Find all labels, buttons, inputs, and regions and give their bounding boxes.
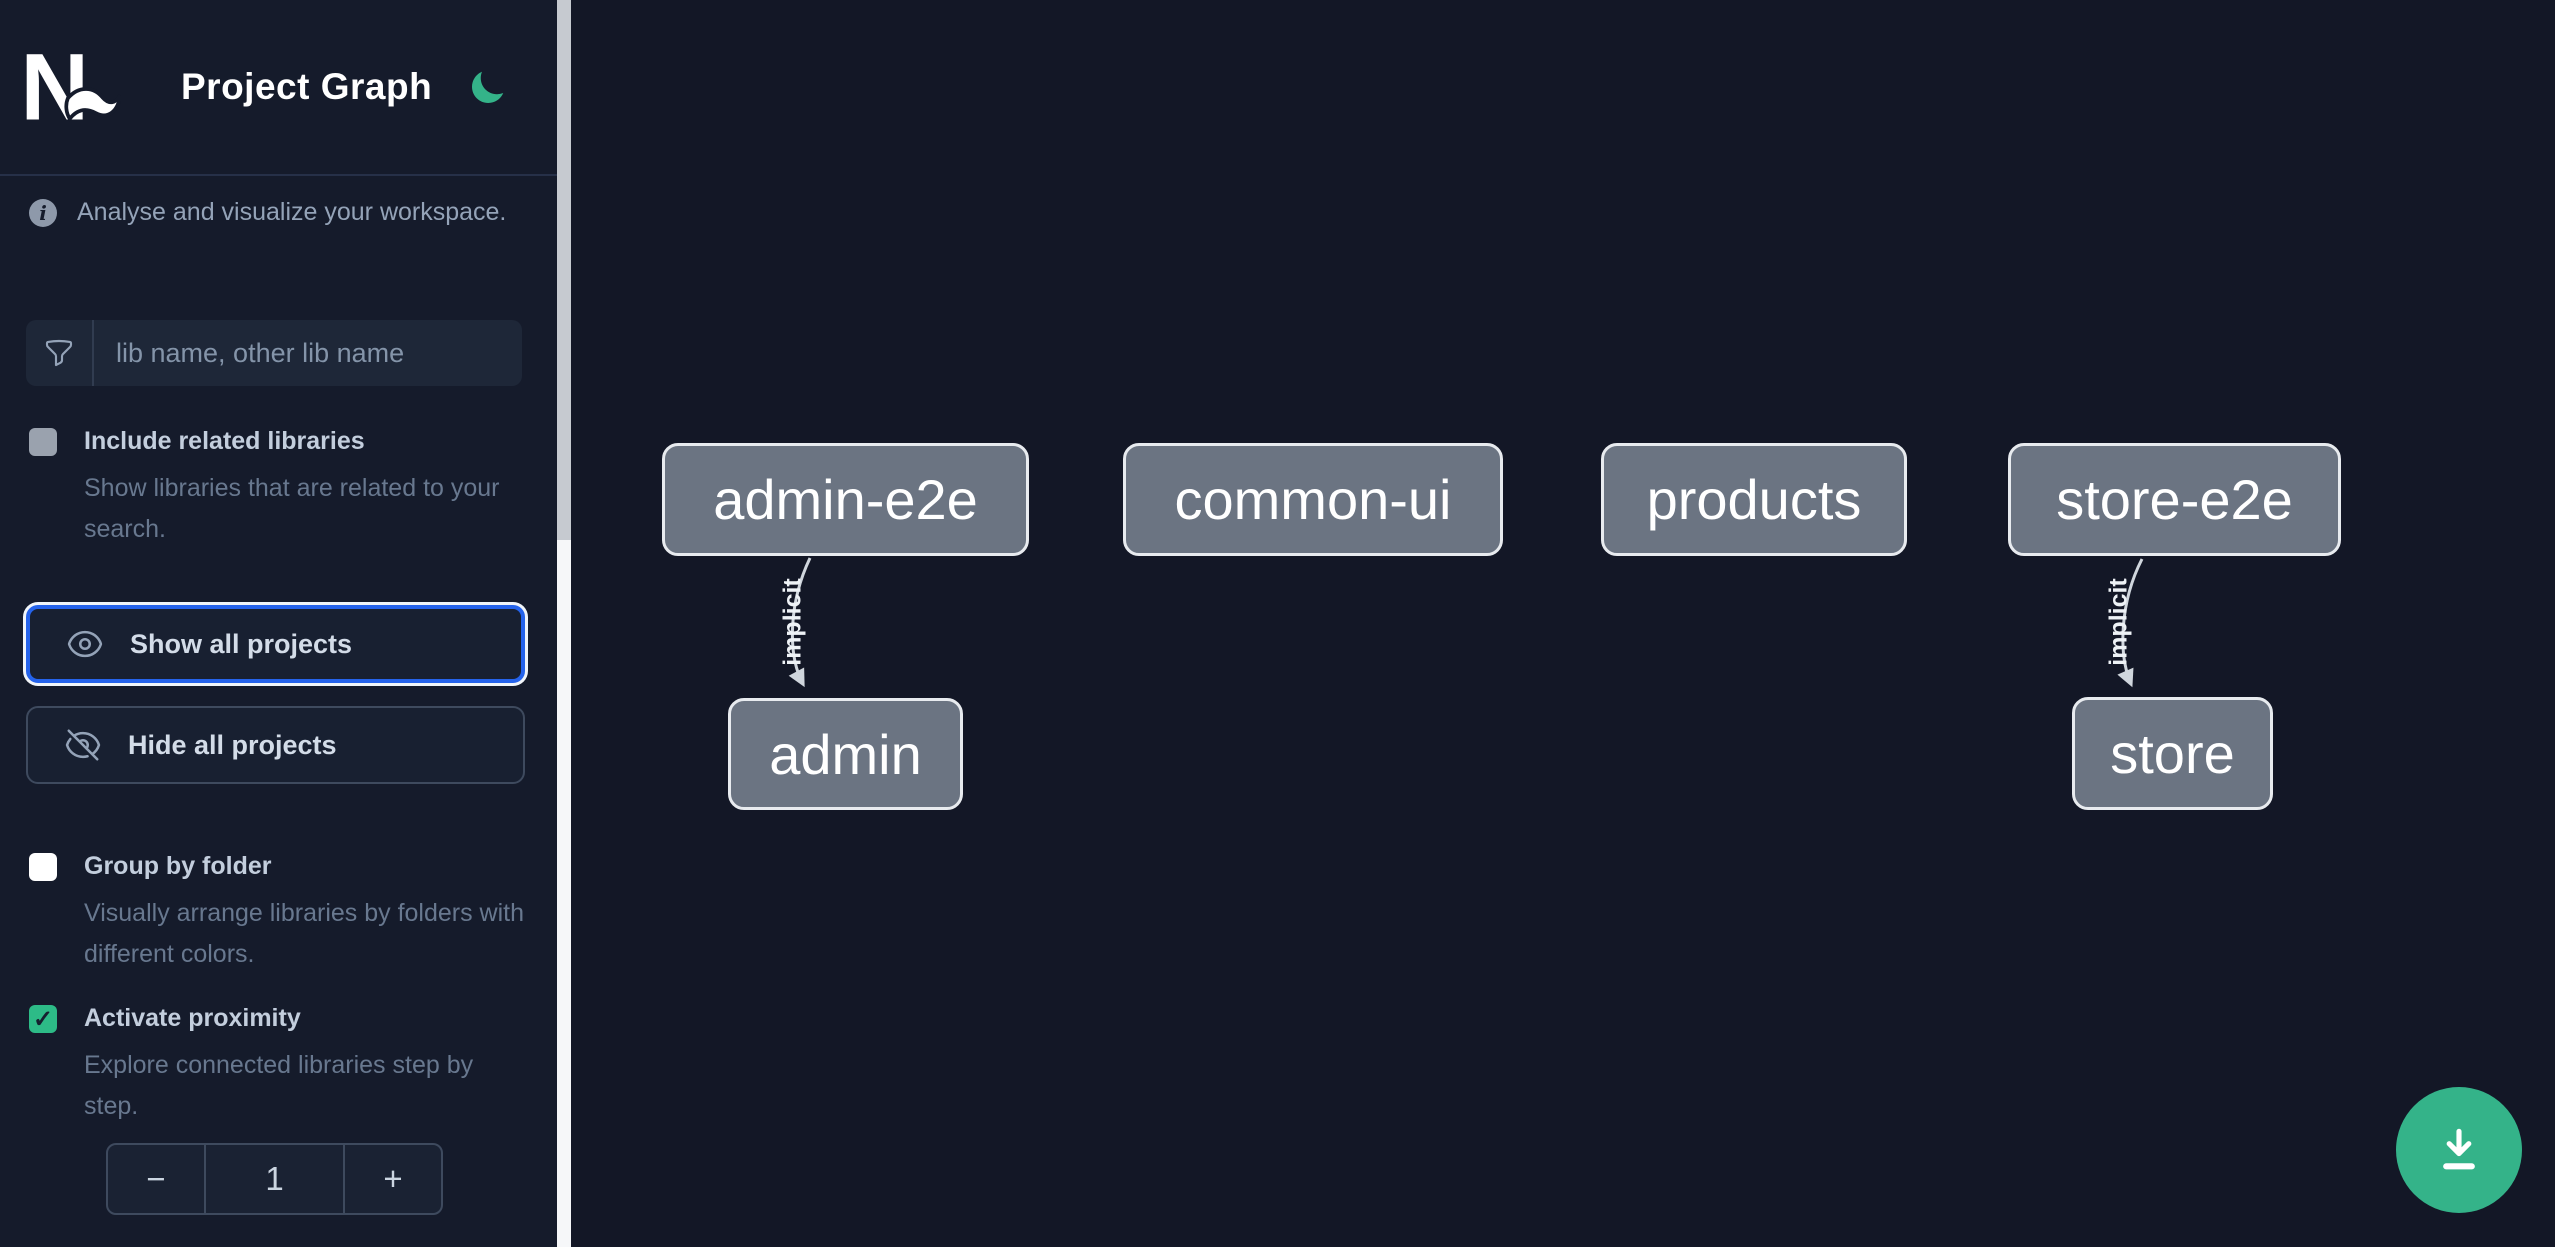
edge-admin-e2e-admin: [788, 557, 812, 688]
search-input[interactable]: [94, 320, 522, 386]
sidebar-scrollbar-track: [557, 0, 571, 1247]
edge-store-e2e-store: [2117, 558, 2144, 688]
stepper-increment-button[interactable]: +: [343, 1145, 441, 1213]
page-title: Project Graph: [181, 66, 433, 107]
sidebar-header: N Project Graph: [0, 0, 557, 176]
stepper-decrement-button[interactable]: −: [108, 1145, 206, 1213]
graph-node-store-e2e[interactable]: store-e2e: [2008, 443, 2341, 556]
graph-node-admin[interactable]: admin: [728, 698, 963, 810]
toggle-label: Activate proximity: [84, 1004, 301, 1032]
graph-node-common-ui[interactable]: common-ui: [1123, 443, 1503, 556]
toggle-label: Include related libraries: [84, 427, 365, 455]
show-all-projects-label: Show all projects: [130, 628, 353, 659]
sidebar-scrollbar-thumb[interactable]: [557, 540, 571, 1247]
toggle-description: Visually arrange libraries by folders wi…: [84, 899, 525, 968]
funnel-icon: [26, 320, 94, 386]
hide-all-projects-button[interactable]: Hide all projects: [26, 706, 525, 784]
proximity-depth-stepper: − 1 +: [106, 1143, 443, 1215]
toggle-description: Explore connected libraries step by step…: [84, 1051, 474, 1120]
download-icon: [2443, 1128, 2475, 1170]
nx-logo-icon: N: [26, 46, 121, 128]
toggle-include-related: Include related libraries Show libraries…: [29, 427, 529, 550]
show-all-projects-button[interactable]: Show all projects: [26, 605, 525, 683]
toggle-activate-proximity: ✓ Activate proximity Explore connected l…: [29, 1004, 529, 1127]
search-filter: [26, 320, 522, 386]
info-icon: i: [29, 198, 57, 227]
toggle-label: Group by folder: [84, 852, 272, 880]
sidebar: N Project Graph i Analyse and visualize …: [0, 0, 557, 1247]
edge-label-implicit: implicit: [2104, 578, 2133, 666]
download-graph-button[interactable]: [2396, 1087, 2522, 1213]
theme-toggle-moon-icon[interactable]: [466, 68, 508, 110]
graph-node-admin-e2e[interactable]: admin-e2e: [662, 443, 1029, 556]
graph-edges: [788, 557, 2144, 688]
eye-slash-icon: [65, 729, 101, 761]
project-graph-canvas[interactable]: implicit implicit admin-e2e common-ui pr…: [571, 0, 2555, 1247]
graph-node-store[interactable]: store: [2072, 697, 2273, 810]
hide-all-projects-label: Hide all projects: [128, 729, 337, 760]
svg-text:N: N: [26, 46, 89, 128]
toggle-group-by-folder: Group by folder Visually arrange librari…: [29, 852, 529, 975]
checkbox-group-by-folder[interactable]: [29, 853, 57, 881]
toggle-description: Show libraries that are related to your …: [84, 474, 500, 543]
checkbox-include-related[interactable]: [29, 428, 57, 456]
tagline-row: i Analyse and visualize your workspace.: [29, 198, 506, 227]
graph-node-products[interactable]: products: [1601, 443, 1907, 556]
stepper-value: 1: [265, 1160, 284, 1197]
eye-icon: [67, 630, 103, 658]
checkbox-activate-proximity[interactable]: ✓: [29, 1005, 57, 1033]
edge-label-implicit: implicit: [778, 578, 807, 666]
tagline-text: Analyse and visualize your workspace.: [77, 198, 507, 226]
